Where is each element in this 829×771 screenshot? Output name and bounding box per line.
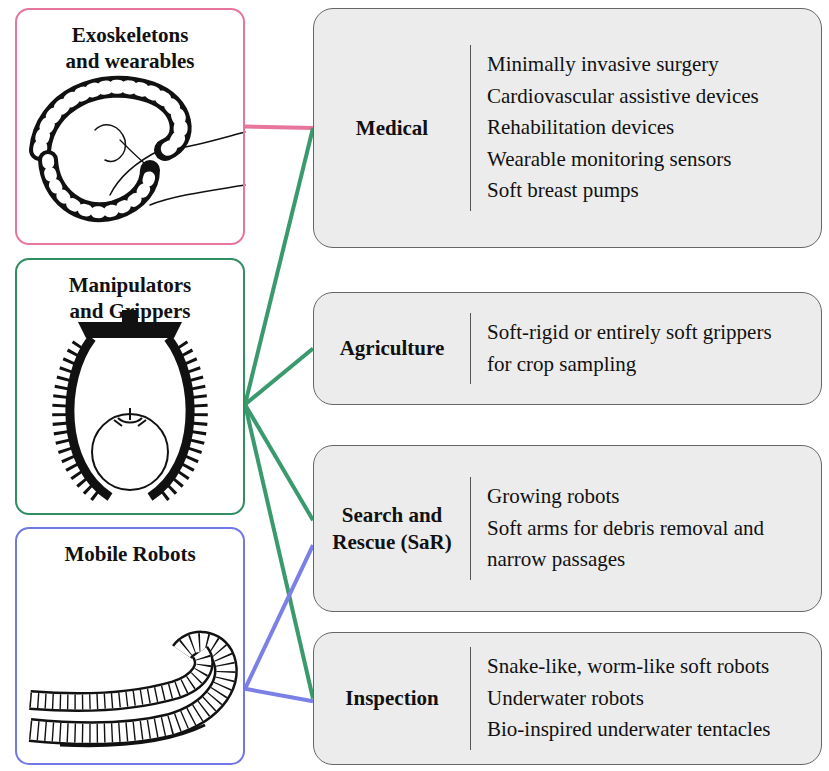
item-list: Growing robotsSoft arms for debris remov… (470, 477, 788, 580)
connector-line (245, 545, 313, 689)
application-heading: Medical (314, 115, 470, 141)
item-list: Soft-rigid or entirely soft grippers for… (470, 313, 788, 384)
category-title: Manipulators and Grippers (54, 272, 206, 325)
item-list: Minimally invasive surgeryCardiovascular… (470, 45, 788, 211)
application-box: MedicalMinimally invasive surgeryCardiov… (313, 8, 822, 248)
application-item: Soft-rigid or entirely soft grippers for… (487, 317, 788, 380)
application-item: Soft breast pumps (487, 175, 788, 207)
application-item: Growing robots (487, 481, 788, 513)
connector-line (245, 404, 313, 520)
application-box: InspectionSnake-like, worm-like soft rob… (313, 632, 822, 765)
application-box: Agriculture Soft-rigid or entirely soft g… (313, 292, 822, 405)
glove-illustration (40, 87, 245, 213)
category-title: Mobile Robots (54, 541, 206, 567)
category-box: Mobile Robots (15, 527, 245, 765)
application-item: Wearable monitoring sensors (487, 144, 788, 176)
connector-line (245, 127, 313, 129)
item-list: Snake-like, worm-like soft robotsUnderwa… (470, 647, 788, 750)
connector-line (245, 128, 313, 404)
application-heading: Inspection (314, 685, 470, 711)
gripper-illustration (60, 310, 200, 497)
application-item: Bio-inspired underwater tentacles (487, 714, 788, 746)
application-box: Search and Rescue (SaR)Growing robotsSof… (313, 445, 822, 612)
application-heading: Agriculture (314, 335, 470, 361)
application-item: Minimally invasive surgery (487, 49, 788, 81)
connector-line (245, 349, 313, 405)
category-title: Exoskeletons and wearables (54, 22, 206, 75)
application-item: Cardiovascular assistive devices (487, 81, 788, 113)
category-box: Manipulators and Grippers (15, 258, 245, 515)
application-item: Rehabilitation devices (487, 112, 788, 144)
application-item: Snake-like, worm-like soft robots (487, 651, 788, 683)
application-heading: Search and Rescue (SaR) (314, 502, 470, 555)
application-item: Soft arms for debris removal and narrow … (487, 513, 788, 576)
application-item: Underwater robots (487, 683, 788, 715)
connector-line (245, 689, 313, 701)
worm-robot-illustration (30, 643, 226, 746)
category-box: Exoskeletons and wearables (15, 8, 245, 245)
connector-line (245, 404, 313, 698)
